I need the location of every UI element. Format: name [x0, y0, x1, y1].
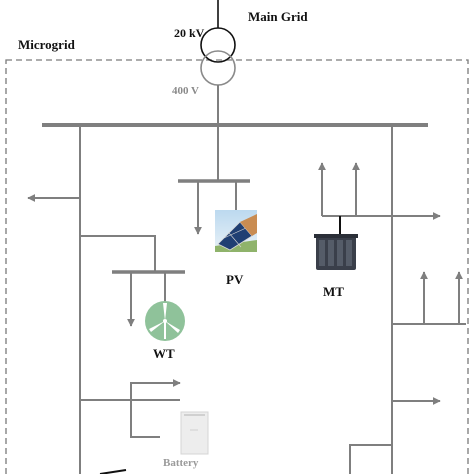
- solar-panel-icon: [215, 210, 257, 252]
- battery-icon: [180, 411, 209, 455]
- pv-label: PV: [226, 272, 244, 287]
- microgrid-boundary: [5, 59, 469, 474]
- mt-feeder: [318, 162, 441, 236]
- wt-label: WT: [153, 346, 175, 361]
- transformer-symbol: [200, 0, 236, 124]
- lv-voltage-label: 400 V: [172, 85, 199, 97]
- battery-label: Battery: [163, 457, 199, 469]
- right-feeder: [349, 125, 466, 474]
- wt-feeder: [112, 270, 185, 327]
- main-grid-label: Main Grid: [248, 9, 308, 24]
- pv-feeder: [178, 125, 250, 235]
- mt-label: MT: [323, 284, 344, 299]
- microgrid-label: Microgrid: [18, 37, 75, 52]
- wind-turbine-icon: [145, 301, 185, 341]
- hv-voltage-label: 20 kV: [174, 26, 205, 40]
- left-feeder: [27, 125, 181, 474]
- microturbine-icon: [314, 234, 358, 270]
